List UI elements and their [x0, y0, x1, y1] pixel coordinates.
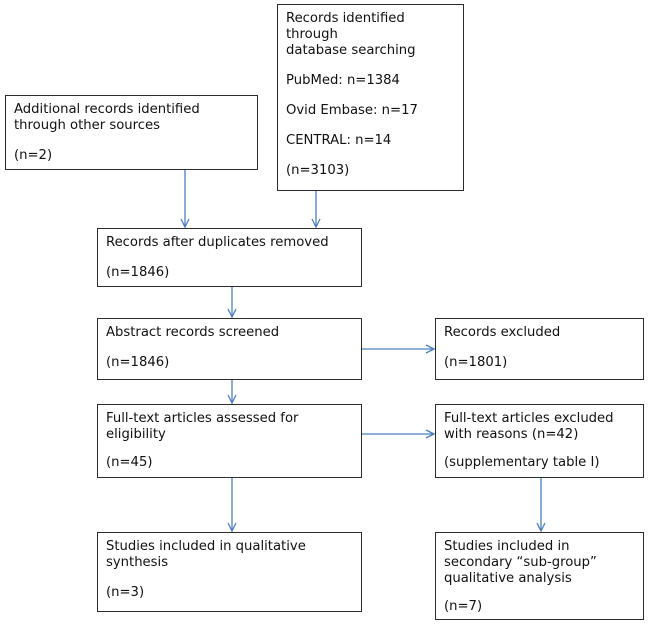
subgroup-analysis-title: Studies included in secondary “sub-group…	[444, 539, 597, 586]
database-search-embase: Ovid Embase: n=17	[286, 103, 418, 118]
duplicates-removed-count: (n=1846)	[106, 265, 170, 280]
qualitative-synthesis-title: Studies included in qualitative synthesi…	[106, 539, 306, 570]
box-records-excluded: Records excluded (n=1801)	[435, 318, 644, 380]
records-excluded-count: (n=1801)	[444, 355, 508, 370]
database-search-title: Records identified through database sear…	[286, 11, 416, 58]
subgroup-analysis-count: (n=7)	[444, 599, 483, 614]
box-fulltext-excluded: Full-text articles excluded with reasons…	[435, 404, 644, 478]
box-database-search: Records identified through database sear…	[277, 4, 464, 191]
abstract-screened-title: Abstract records screened	[106, 325, 280, 340]
box-fulltext-assessed: Full-text articles assessed for eligibil…	[97, 404, 362, 478]
box-abstract-screened: Abstract records screened (n=1846)	[97, 318, 362, 380]
other-sources-title: Additional records identified through ot…	[14, 102, 200, 133]
records-excluded-title: Records excluded	[444, 325, 561, 340]
box-duplicates-removed: Records after duplicates removed (n=1846…	[97, 228, 362, 287]
fulltext-excluded-note: (supplementary table I)	[444, 455, 600, 470]
qualitative-synthesis-count: (n=3)	[106, 585, 145, 600]
fulltext-assessed-title: Full-text articles assessed for eligibil…	[106, 411, 299, 442]
database-search-count: (n=3103)	[286, 163, 350, 178]
database-search-central: CENTRAL: n=14	[286, 133, 392, 148]
abstract-screened-count: (n=1846)	[106, 355, 170, 370]
other-sources-count: (n=2)	[14, 148, 53, 163]
box-subgroup-analysis: Studies included in secondary “sub-group…	[435, 532, 644, 620]
duplicates-removed-title: Records after duplicates removed	[106, 235, 329, 250]
box-qualitative-synthesis: Studies included in qualitative synthesi…	[97, 532, 362, 612]
database-search-pubmed: PubMed: n=1384	[286, 73, 400, 88]
box-other-sources: Additional records identified through ot…	[5, 95, 258, 170]
fulltext-excluded-title: Full-text articles excluded with reasons…	[444, 411, 614, 442]
fulltext-assessed-count: (n=45)	[106, 455, 153, 470]
